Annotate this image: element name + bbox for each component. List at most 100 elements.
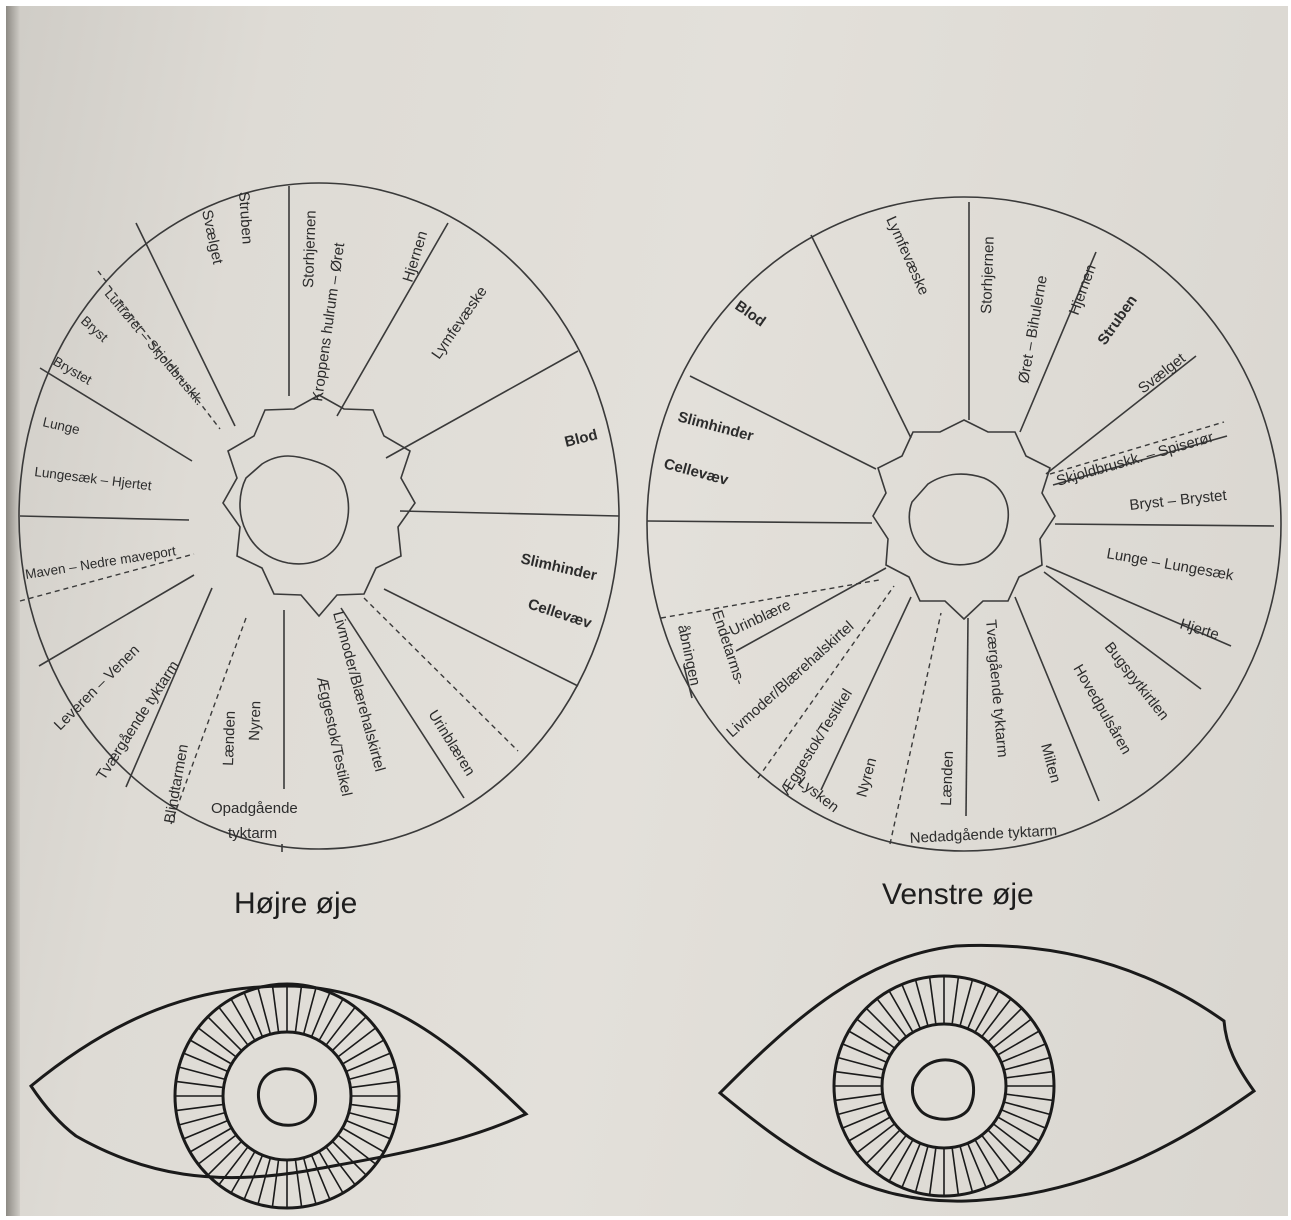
iris-fibre-line [988,1130,1022,1164]
right-eye-caption: Højre øje [234,887,357,920]
right-eye-illustration [31,984,526,1208]
iris-fibre-line [968,1143,986,1187]
iris-fibre-line [889,1140,913,1182]
right-label-blod: Blod [563,426,599,451]
left-label-slimhinder: Slimhinder [676,408,755,445]
right-eye-collarette [223,395,415,616]
iris-fibre-line [849,1031,891,1055]
iris-fibre-line [982,1135,1011,1173]
left-label-svaelget: Svælget [1135,349,1189,397]
iris-fibre-line [857,1124,895,1153]
iris-fibre-line [960,980,973,1026]
left-label-skjoldbruskk: Skjoldbruskk. – Spiserør [1054,429,1215,490]
left-label-oeret: Øret – Bihulerne [1015,274,1051,385]
right-label-bryst: Bryst [78,313,111,345]
iris-fibre-line [916,1146,929,1192]
iris-fibre-line [998,1031,1040,1055]
right-label-storhjernen: Storhjernen [300,210,320,288]
iris-fibre-line [179,1067,225,1079]
left-label-lunge: Lunge – Lungesæk [1105,545,1235,584]
iris-fibre-line [190,1040,232,1064]
right-label-hjernen: Hjernen [400,229,432,284]
iris-fibre-line [1004,1102,1050,1115]
iris-fibre-line [219,1147,248,1185]
iris-fibre-line [877,1135,906,1173]
iris-fibre-line [346,1121,390,1139]
iris-fibre-line [184,1121,228,1139]
iris-fibre-line [857,1019,895,1048]
iris-fibre-line [351,1081,399,1087]
iris-fibre-line [877,999,906,1037]
iris-fibre-line [176,1081,224,1087]
left-label-struben: Struben [1094,292,1140,348]
iris-fibre-line [842,1044,886,1062]
iris-fibre-line [968,984,986,1028]
iris-fibre-line [952,1148,958,1196]
iris-fibre-line [982,999,1011,1037]
left-eye-illustration [720,945,1254,1201]
iris-charts: Svælget Struben Storhjernen Kroppens hul… [6,6,1288,1216]
iris-fibre-line [332,1141,366,1175]
iris-fibre-line [998,1117,1040,1141]
iris-fibre-line [319,1151,343,1193]
iris-fibre-line [244,993,262,1037]
iris-fibre-line [960,1146,973,1192]
iris-fibre-line [975,1140,999,1182]
right-eye-pupil [240,456,348,564]
iris-fibre-line [988,1008,1022,1042]
iris-fibre-line [338,1135,376,1164]
right-eye-chart: Svælget Struben Storhjernen Kroppens hul… [19,183,619,920]
left-label-blod: Blod [732,297,769,330]
right-label-tyktarm: tyktarm [228,825,277,842]
iris-fibre-line [295,1160,301,1208]
right-label-lymfevaeske: Lymfevæske [428,283,490,362]
iris-fibre-line [258,988,270,1034]
iris-fibre-line [304,1158,316,1204]
iris-fibre-line [838,1102,884,1115]
iris-fibre-line [208,1141,242,1175]
iris-fibre-line [295,985,301,1033]
right-label-aeggestok: Æggestok/Testikel [313,675,355,798]
left-eye-caption: Venstre øje [882,878,1034,911]
iris-fibre-line [1001,1044,1045,1062]
left-iris-collarette [882,1024,1006,1148]
left-label-urinblaere: Urinblære [727,596,794,639]
iris-fibre-line [1001,1110,1045,1128]
iris-fibre-line [842,1110,886,1128]
left-eye-outer-circle [647,197,1281,851]
right-label-laenden: Lænden [220,711,239,767]
left-label-nyren: Nyren [853,756,880,799]
right-label-nyren: Nyren [246,701,264,742]
iris-fibre-line [338,1028,376,1057]
right-label-maven: Maven – Nedre maveport [24,543,177,582]
left-eye-chart: Blod Lymfevæske Storhjernen Øret – Bihul… [647,197,1281,911]
iris-fibre-line [975,991,999,1033]
right-label-luftroeret: Luftrøret – Skjoldbruskk. [102,286,208,408]
iris-fibre-line [342,1128,384,1152]
iris-fibre-line [346,1053,390,1071]
right-label-slimhinder: Slimhinder [519,550,599,584]
iris-fibre-line [916,980,929,1026]
iris-fibre-line [219,1007,248,1045]
iris-fibre-line [326,1007,355,1045]
left-label-cellevaev: Cellevæv [662,455,731,489]
left-label-milten: Milten [1037,742,1064,785]
iris-fibre-line [902,984,920,1028]
iris-fibre-line [198,1135,236,1164]
right-label-opadgaaende: Opadgående [211,800,298,817]
iris-fibre-line [272,985,278,1033]
iris-fibre-line [1004,1058,1050,1071]
left-label-laenden: Lænden [938,751,957,807]
left-label-bryst: Bryst – Brystet [1129,487,1229,514]
right-label-struben: Struben [235,191,256,245]
book-page: Svælget Struben Storhjernen Kroppens hul… [6,6,1288,1216]
iris-fibre-line [993,1019,1031,1048]
left-eye-pupil [909,474,1008,565]
left-label-tvaergaaende: Tværgående tyktarm [982,619,1011,758]
iris-fibre-line [849,1117,891,1141]
right-label-brystet: Brystet [51,354,95,388]
iris-fibre-line [231,1151,255,1193]
left-eye-collarette [873,420,1055,619]
iris-fibre-line [1006,1094,1054,1100]
iris-fibre-line [351,1104,399,1110]
